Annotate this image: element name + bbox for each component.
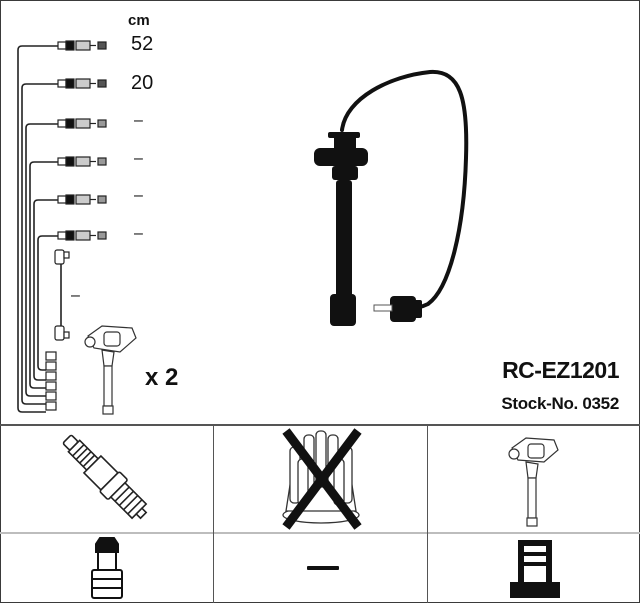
cell-empty — [214, 534, 427, 601]
lead-length-5: – — [134, 187, 143, 204]
coil-quantity: x 2 — [145, 364, 179, 391]
ignition-lead-photo — [314, 69, 469, 326]
grid-row-divider — [0, 532, 640, 534]
lead-length-6: – — [134, 225, 143, 242]
lead-length-4: – — [134, 150, 143, 167]
not-applicable-cross-icon — [282, 428, 362, 530]
coil-terminal-icon — [510, 540, 560, 598]
lead-length-1: 52 — [131, 33, 154, 55]
dash-icon — [307, 566, 339, 570]
product-panel: cm 52 20 – – – – – — [17, 12, 620, 415]
unit-label: cm — [128, 12, 150, 29]
ignition-coil-icon — [84, 325, 137, 415]
cell-ignition-coil — [428, 426, 638, 532]
lead-length-3: – — [134, 112, 143, 129]
distributor-cap-icon — [282, 428, 362, 530]
grid-col-divider-1 — [213, 424, 214, 603]
cell-spark-plug — [0, 426, 213, 532]
cell-distributor-cap — [214, 426, 427, 532]
grid-col-divider-2 — [427, 424, 428, 603]
cell-spark-plug-terminal — [0, 534, 213, 601]
lead-length-2: 20 — [131, 72, 154, 94]
part-number: RC-EZ1201 — [502, 357, 619, 383]
lead-set-schematic — [17, 40, 107, 413]
cell-coil-terminal — [428, 534, 638, 601]
spark-plug-terminal-icon — [91, 537, 123, 599]
ignition-coil-icon — [508, 437, 559, 527]
grid-top-divider — [0, 424, 640, 426]
stock-number: Stock-No. 0352 — [501, 394, 619, 413]
spark-plug-icon — [62, 434, 148, 520]
lead-connectors — [45, 40, 107, 411]
coil-lead-length: – — [71, 287, 80, 304]
